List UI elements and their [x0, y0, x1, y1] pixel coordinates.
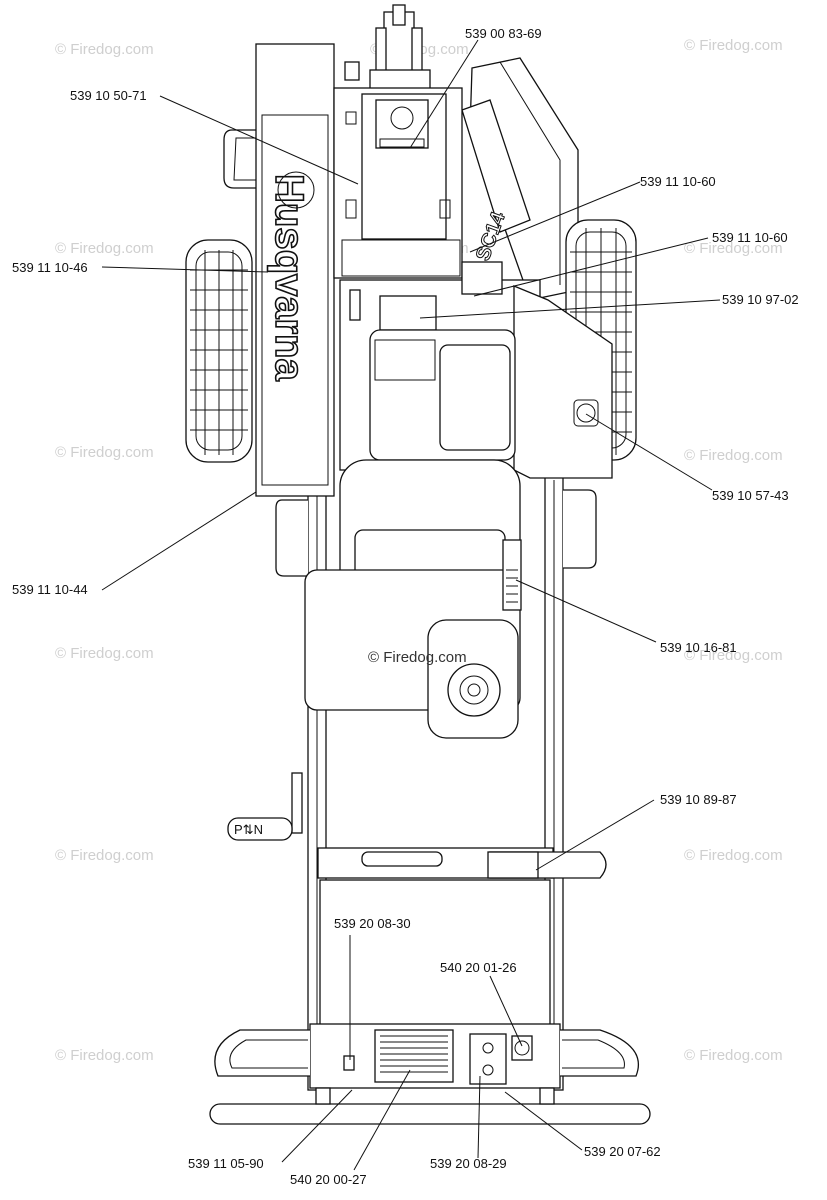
feed-panel	[333, 87, 463, 279]
watermark: © Firedog.com	[55, 41, 154, 58]
callouts: 539 00 83-69 539 10 50-71 539 11 10-60 5…	[12, 26, 799, 1187]
left-wheel	[185, 239, 253, 463]
callout-label: 539 10 16-81	[660, 640, 737, 655]
watermark: © Firedog.com	[368, 649, 467, 666]
bottom-frame	[209, 1023, 651, 1125]
watermark: © Firedog.com	[55, 240, 154, 257]
watermark: © Firedog.com	[55, 444, 154, 461]
watermark: © Firedog.com	[684, 447, 783, 464]
watermark: © Firedog.com	[55, 645, 154, 662]
top-handle	[344, 4, 431, 96]
callout-label: 539 11 10-60	[640, 174, 716, 189]
callout-label: 539 11 10-60	[712, 230, 788, 245]
leader-lines	[101, 39, 721, 1171]
park-lever: P⇅N	[227, 772, 303, 841]
callout-label: 539 20 07-62	[584, 1144, 661, 1159]
watermark: © Firedog.com	[684, 647, 783, 664]
callout-label: 539 00 83-69	[465, 26, 542, 41]
callout-label: 539 10 89-87	[660, 792, 737, 807]
callout-label: 539 10 57-43	[712, 488, 789, 503]
deflector	[361, 851, 607, 879]
watermark: © Firedog.com	[684, 37, 783, 54]
callout-label: 539 11 10-44	[12, 582, 88, 597]
watermark: © Firedog.com	[684, 240, 783, 257]
rotor-housing: Husqvarna	[255, 43, 335, 497]
watermark: © Firedog.com	[684, 1047, 783, 1064]
machine-drawing: SC14	[185, 4, 651, 1125]
watermark: © Firedog.com	[55, 1047, 154, 1064]
callout-label: 539 10 50-71	[70, 88, 147, 103]
callout-label: 539 11 05-90	[188, 1156, 264, 1171]
callout-label: 539 10 97-02	[722, 292, 799, 307]
watermark: © Firedog.com	[55, 847, 154, 864]
model-decal: SC14	[472, 208, 510, 263]
callout-label: 539 20 08-29	[430, 1156, 507, 1171]
callout-label: 539 11 10-46	[12, 260, 88, 275]
lever-symbol: P⇅N	[234, 822, 263, 837]
callout-label: 540 20 01-26	[440, 960, 517, 975]
frame	[307, 469, 564, 1091]
engine	[304, 329, 522, 739]
watermark: © Firedog.com	[684, 847, 783, 864]
brand-logo: Husqvarna	[267, 174, 311, 381]
side-handle	[223, 129, 258, 189]
callout-label: 540 20 00-27	[290, 1172, 367, 1187]
callout-label: 539 20 08-30	[334, 916, 411, 931]
